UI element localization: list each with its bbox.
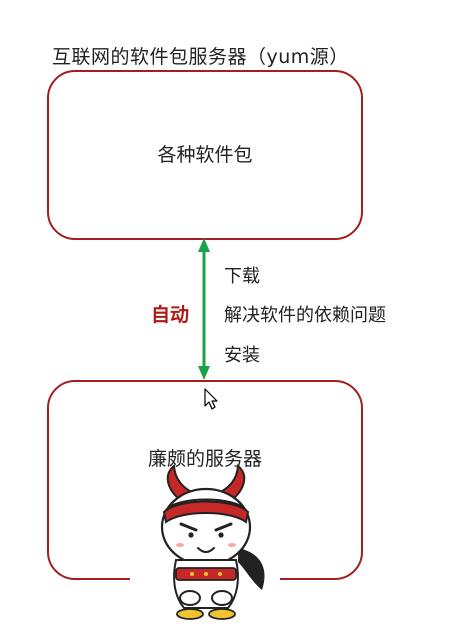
diagram-caption: 互联网的软件包服务器（yum源） [52, 46, 349, 68]
step-install: 安装 [224, 345, 260, 366]
package-repository-label: 各种软件包 [157, 144, 253, 166]
bidirectional-arrow [198, 238, 210, 380]
package-repository-box: 各种软件包 [47, 70, 363, 240]
auto-label: 自动 [151, 304, 190, 326]
cartoon-character-icon [160, 464, 265, 620]
mouse-cursor-icon [204, 388, 218, 410]
local-server-label: 廉颇的服务器 [147, 448, 262, 470]
step-resolve-dependencies: 解决软件的依赖问题 [224, 305, 386, 326]
step-download: 下载 [224, 266, 260, 287]
